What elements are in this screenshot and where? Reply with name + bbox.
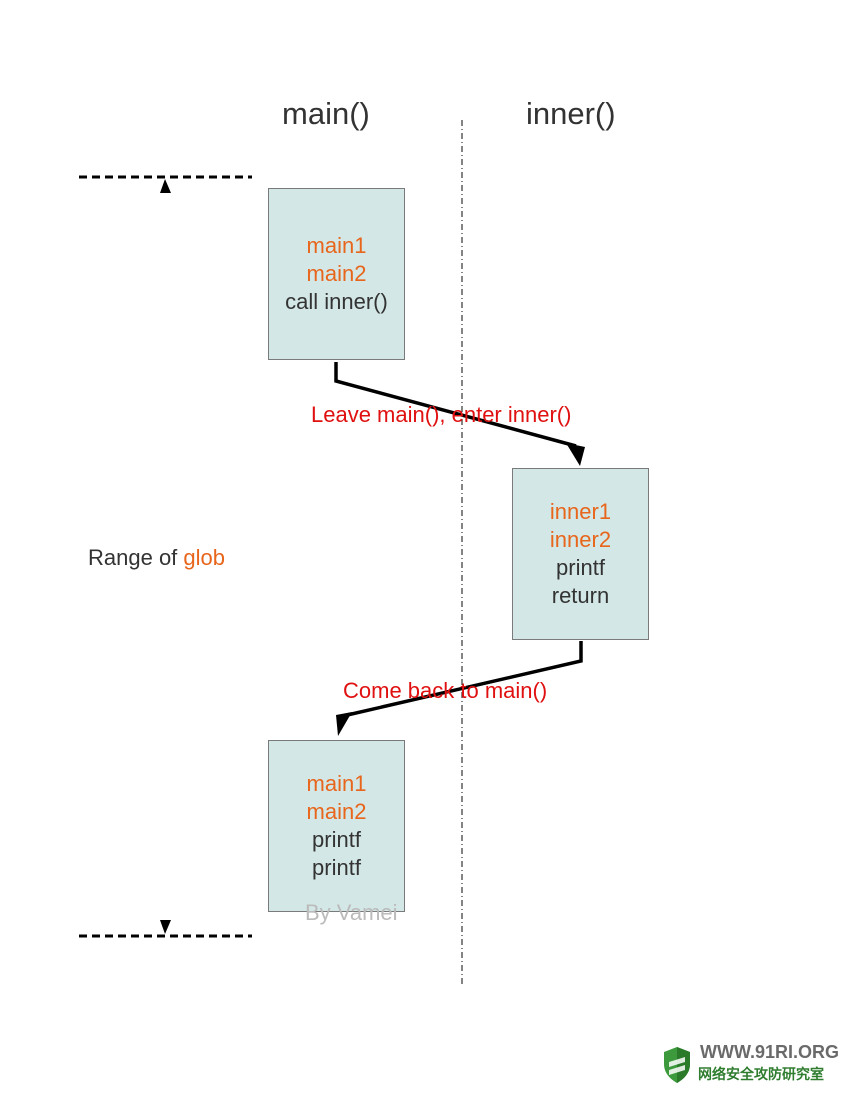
site-logo: WWW.91RI.ORG 网络安全攻防研究室 [660,1042,840,1086]
frame-var-main1: main1 [306,233,367,258]
inner-frame: inner1 inner2 printf return [512,468,649,640]
range-label-variable: glob [183,545,225,570]
frame-statement: call inner() [285,289,388,314]
frame-var-inner2: inner2 [549,527,612,552]
return-arrow-line [342,641,583,718]
range-up-arrow [160,179,171,193]
frame-var-main2: main2 [306,799,367,824]
logo-url: WWW.91RI.ORG [700,1042,839,1062]
frame-statement: return [551,583,610,608]
frame-var-inner1: inner1 [549,499,612,524]
main-frame-after-return: main1 main2 printf printf [268,740,405,912]
shield-icon [664,1047,690,1083]
frame-var-main1: main1 [306,771,367,796]
range-label: Range of glob [88,545,225,571]
frame-statement: printf [312,855,361,880]
frame-var-main2: main2 [306,261,367,286]
leave-main-label: Leave main(), enter inner() [311,402,572,427]
range-down-arrow [160,920,171,934]
logo-subtitle: 网络安全攻防研究室 [698,1067,824,1083]
call-arrow-line [334,362,577,448]
call-arrow-head [566,443,585,466]
author-watermark: By Vamei [305,900,398,925]
main-function-heading: main() [282,96,370,131]
main-frame-before-call: main1 main2 call inner() [268,188,405,360]
range-label-prefix: Range of [88,545,184,570]
inner-function-heading: inner() [526,96,616,131]
come-back-label: Come back to main() [343,678,548,703]
frame-statement: printf [312,827,361,852]
return-arrow-head [336,712,352,736]
frame-statement: printf [556,555,605,580]
